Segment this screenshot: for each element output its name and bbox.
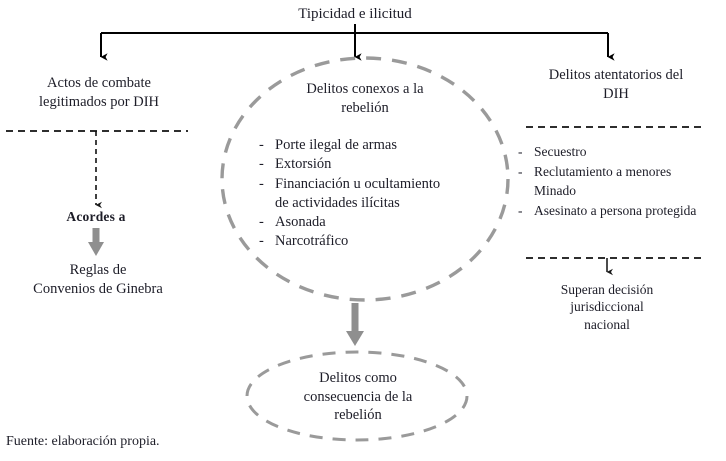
list-item: Minado <box>518 181 726 201</box>
center-branch-heading: Delitos conexos a la rebelión <box>306 81 424 116</box>
list-item-label: Financiación u ocultamiento de actividad… <box>275 175 441 211</box>
left-relation-label: Acordes a <box>66 209 126 224</box>
left-branch-heading: Actos de combate legitimados por DIH <box>38 75 159 110</box>
figure-title: Tipicidad e ilicitud <box>298 6 412 22</box>
top-distribution-connector <box>100 24 615 61</box>
list-item: - Secuestro <box>518 142 726 162</box>
figure-source-caption: Fuente: elaboración propia. <box>6 434 160 449</box>
right-branch-heading: Delitos atentatorios del DIH <box>548 67 684 102</box>
list-item-label: Secuestro <box>534 144 587 159</box>
list-marker: - <box>518 144 523 159</box>
list-item: - Reclutamiento a menores <box>518 162 726 182</box>
list-marker: - <box>518 163 523 179</box>
list-item-label: Reclutamiento a menores <box>534 163 672 179</box>
list-item: - Financiación u ocultamiento de activid… <box>259 175 494 214</box>
list-item: - Asonada <box>259 213 494 232</box>
list-item-label: Porte ilegal de armas <box>275 137 397 153</box>
list-item-label: Narcotráfico <box>275 233 349 250</box>
center-item-list: - Porte ilegal de armas - Extorsión - Fi… <box>259 136 494 252</box>
list-item: - Extorsión <box>259 155 494 174</box>
left-result-text: Reglas de Convenios de Ginebra <box>33 262 163 297</box>
list-marker: - <box>259 137 264 153</box>
list-item-label: Asesinato a persona protegida <box>534 202 697 218</box>
list-marker: - <box>259 214 264 231</box>
right-result-text: Superan decisión jurisdiccional nacional <box>560 282 654 332</box>
list-item: - Porte ilegal de armas <box>259 136 494 155</box>
right-dashed-connector-bottom <box>526 257 706 276</box>
list-item: - Asesinato a persona protegida <box>518 201 726 221</box>
left-gray-arrow <box>88 228 104 256</box>
right-item-list: - Secuestro - Reclutamiento a menores Mi… <box>518 142 726 220</box>
list-item-label: Extorsión <box>275 156 332 173</box>
left-dashed-connector <box>6 130 188 209</box>
list-item-label: Minado <box>534 183 576 199</box>
center-gray-arrow <box>346 303 364 346</box>
list-item: - Narcotráfico <box>259 232 494 251</box>
center-outcome-text: Delitos como consecuencia de la rebelión <box>303 370 413 424</box>
list-marker: - <box>259 175 264 192</box>
list-marker: - <box>259 233 264 250</box>
list-item-label: Asonada <box>275 214 326 231</box>
list-marker: - <box>259 156 264 173</box>
list-marker: - <box>518 202 523 218</box>
